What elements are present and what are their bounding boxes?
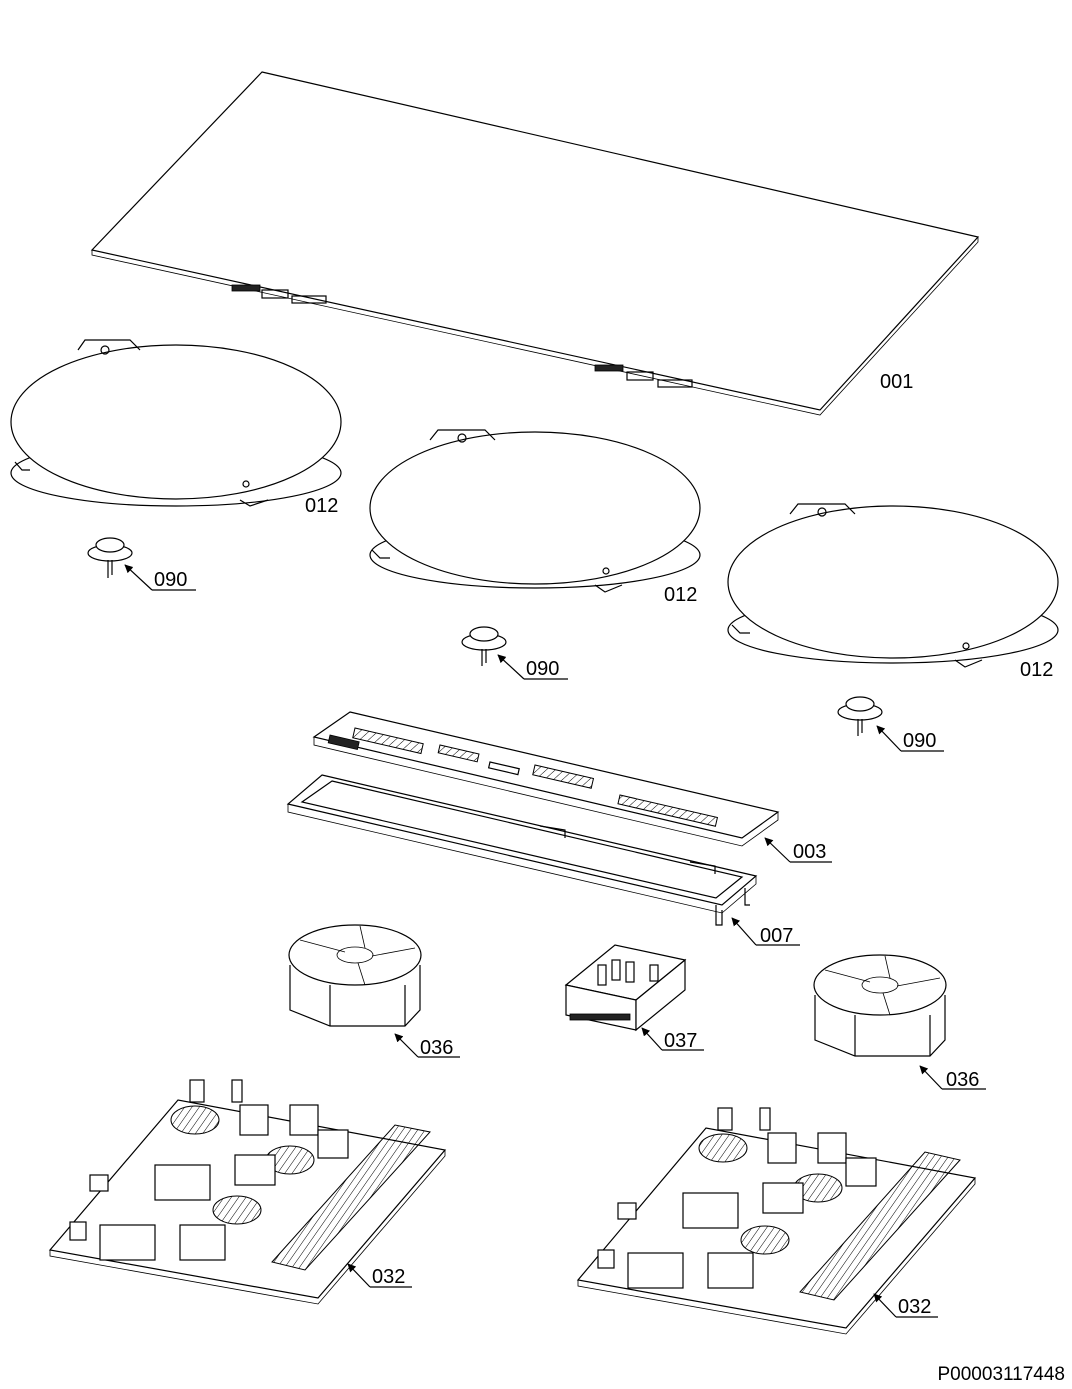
leader-arrow-032-b <box>873 1293 897 1318</box>
part-label-012-b: 012 <box>664 584 697 606</box>
induction-coil-1[interactable] <box>10 339 342 507</box>
part-label-036-a: 036 <box>420 1037 453 1059</box>
part-label-090-b: 090 <box>526 658 559 680</box>
leader-arrow-090-a <box>124 564 153 591</box>
part-label-007: 007 <box>760 925 793 947</box>
part-label-003: 003 <box>793 841 826 863</box>
part-label-032-a: 032 <box>372 1266 405 1288</box>
leader-arrow-037 <box>641 1027 663 1051</box>
terminal-block-part[interactable] <box>564 944 687 1032</box>
temperature-sensor-3[interactable] <box>837 696 883 736</box>
temperature-sensor-2[interactable] <box>461 626 507 666</box>
part-label-032-b: 032 <box>898 1296 931 1318</box>
leader-arrow-036-a <box>394 1033 419 1058</box>
leader-arrow-007 <box>731 917 757 946</box>
part-label-036-b: 036 <box>946 1069 979 1091</box>
part-label-012-a: 012 <box>305 495 338 517</box>
glass-top-part[interactable] <box>90 71 980 416</box>
leader-arrow-032-a <box>347 1263 371 1288</box>
leader-arrow-090-b <box>497 654 525 680</box>
induction-coil-2[interactable] <box>369 429 701 593</box>
power-board-1[interactable] <box>48 1079 447 1305</box>
part-label-090-a: 090 <box>154 569 187 591</box>
control-board-part[interactable] <box>312 711 780 847</box>
control-board-frame-part[interactable] <box>286 774 758 926</box>
cooling-fan-1[interactable] <box>288 924 422 1027</box>
temperature-sensor-1[interactable] <box>87 537 133 578</box>
drawing-code: P00003117448 <box>938 1364 1066 1385</box>
leader-arrow-090-c <box>876 725 902 752</box>
part-label-001: 001 <box>880 371 913 393</box>
part-label-037: 037 <box>664 1030 697 1052</box>
induction-coil-3[interactable] <box>727 503 1059 668</box>
part-label-090-c: 090 <box>903 730 936 752</box>
leader-arrow-003 <box>764 837 791 863</box>
part-label-012-c: 012 <box>1020 659 1053 681</box>
cooling-fan-2[interactable] <box>813 954 947 1057</box>
power-board-2[interactable] <box>576 1107 977 1335</box>
leader-arrow-036-b <box>919 1065 943 1090</box>
